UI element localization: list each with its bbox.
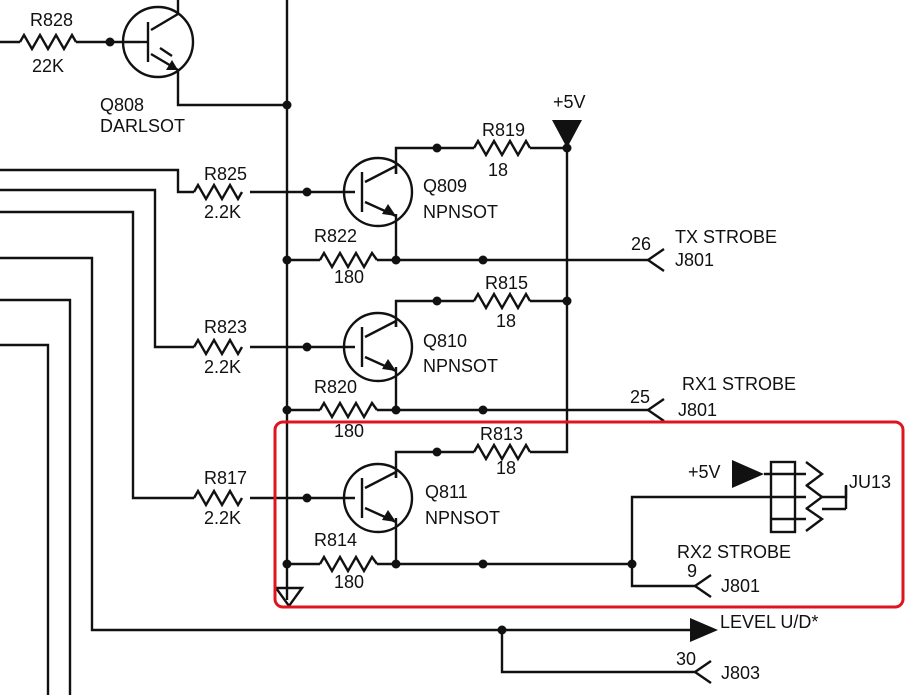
rx1-strobe-pin: 25 (630, 387, 650, 407)
r819-value: 18 (488, 160, 508, 180)
rx2-strobe-pin: 9 (687, 561, 697, 581)
q811-type: NPNSOT (425, 508, 500, 528)
transistor-q810-symbol (342, 311, 414, 383)
transistor-q811-symbol (342, 462, 414, 534)
resistor-r820-symbol (318, 400, 378, 420)
level-ud-label: LEVEL U/D* (720, 612, 818, 632)
r817-ref: R817 (204, 468, 247, 488)
junctions (105, 37, 637, 635)
q810-type: NPNSOT (423, 356, 498, 376)
r815-value: 18 (496, 311, 516, 331)
r828-value: 22K (32, 56, 64, 76)
r823-ref: R823 (204, 317, 247, 337)
r825-ref: R825 (204, 164, 247, 184)
resistor-r814-symbol (318, 554, 378, 574)
j803-conn: J803 (721, 663, 760, 683)
ju13-ref: JU13 (849, 472, 891, 492)
rx1-strobe-conn: J801 (678, 400, 717, 420)
highlight-box (273, 420, 905, 609)
resistor-r825-symbol (192, 182, 244, 202)
resistor-r817-symbol (192, 488, 244, 508)
transistor-q808-symbol (121, 5, 195, 79)
rx2-strobe-signal: RX2 STROBE (677, 542, 791, 562)
tx-strobe-signal: TX STROBE (675, 227, 777, 247)
r820-value: 180 (334, 421, 364, 441)
r817-value: 2.2K (204, 508, 241, 528)
resistor-r823-symbol (192, 337, 244, 357)
tx-strobe-pin: 26 (631, 234, 651, 254)
q810-ref: Q810 (423, 331, 467, 351)
ground-symbol (273, 586, 305, 609)
r828-ref: R828 (30, 10, 73, 30)
r822-ref: R822 (314, 226, 357, 246)
plus5v-top-symbol (552, 120, 582, 148)
rx1-strobe-signal: RX1 STROBE (682, 374, 796, 394)
plus5v-top-label: +5V (553, 92, 586, 112)
q811-ref: Q811 (425, 482, 468, 502)
rx2-strobe-conn: J801 (721, 576, 760, 596)
r820-ref: R820 (314, 377, 357, 397)
r813-value: 18 (496, 458, 516, 478)
resistor-r813-symbol (472, 442, 532, 462)
resistor-r815-symbol (472, 291, 532, 311)
plus5v-jumper-symbol (732, 460, 764, 488)
r815-ref: R815 (485, 273, 528, 293)
r822-value: 180 (334, 267, 364, 287)
r823-value: 2.2K (204, 357, 241, 377)
resistor-r822-symbol (318, 250, 378, 270)
q808-type: DARLSOT (100, 116, 185, 136)
resistor-r819-symbol (472, 138, 532, 158)
r813-ref: R813 (480, 424, 523, 444)
r819-ref: R819 (482, 120, 525, 140)
connector-chevrons (645, 248, 718, 684)
resistor-r828-symbol (18, 32, 78, 52)
r814-value: 180 (334, 572, 364, 592)
q809-ref: Q809 (423, 176, 467, 196)
r825-value: 2.2K (204, 202, 241, 222)
j803-pin: 30 (676, 649, 696, 669)
resistor-symbols (18, 32, 532, 574)
r814-ref: R814 (314, 530, 357, 550)
transistor-q809-symbol (342, 156, 414, 228)
level-ud-arrow (690, 618, 718, 642)
jumper-ju13-symbol (764, 460, 848, 534)
tx-strobe-conn: J801 (675, 250, 714, 270)
q809-type: NPNSOT (423, 202, 498, 222)
plus5v-jumper-label: +5V (688, 462, 721, 482)
q808-ref: Q808 (100, 95, 144, 115)
labels: R828 22K Q808 DARLSOT +5V R819 18 R825 2… (30, 10, 891, 683)
